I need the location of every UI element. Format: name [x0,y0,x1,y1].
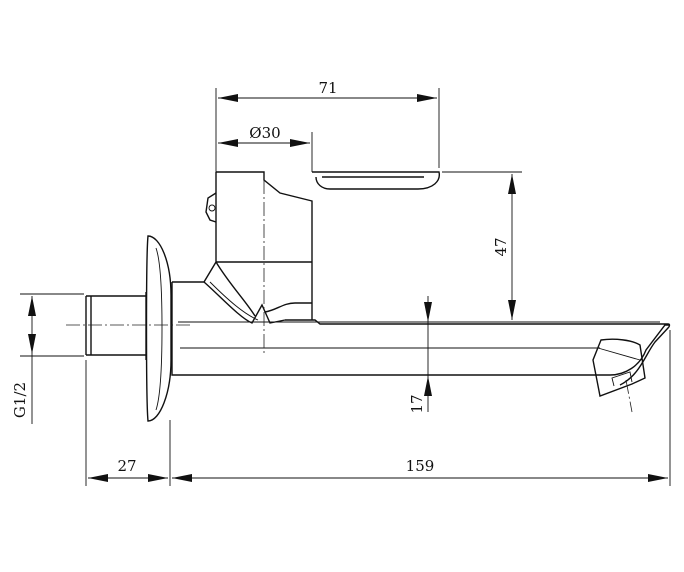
dim-27-arrow-right [148,474,168,482]
body-valley [203,281,286,324]
extension-lines [20,88,671,486]
flange-inner-edge [155,247,163,411]
dim-71-arrow-right [417,94,437,102]
aerator-centerline [625,379,633,413]
dim-d30-label: Ø30 [249,124,280,142]
dim-71-label: 71 [318,79,337,97]
dimension-labels: 71 Ø30 47 17 G1/2 27 159 [11,79,510,475]
dim-47-label: 47 [492,237,510,256]
dimension-lines [28,94,668,482]
dim-47-arrow-top [508,174,516,194]
dim-17-label: 17 [408,394,426,413]
inlet-pipe [85,292,147,360]
side-button [205,192,217,223]
center-lines [66,180,633,413]
dim-159-arrow-right [648,474,668,482]
lever-handle [312,171,440,190]
dim-d30-arrow-left [218,139,238,147]
body-neck [215,261,312,317]
spout-body [171,282,671,386]
spout-aerator [592,338,646,397]
dim-159-label: 159 [406,457,435,475]
dim-159-arrow-left [172,474,192,482]
dim-d30-arrow-right [290,139,310,147]
faucet-outline [85,171,671,422]
side-button-dot [208,204,216,212]
dim-47-arrow-bottom [508,300,516,320]
dim-thread-arrow-bottom [28,334,36,354]
dim-thread-arrow-top [28,296,36,316]
aerator-detail [597,347,641,387]
dim-71-arrow-left [218,94,238,102]
wall-flange [145,235,172,422]
dim-27-label: 27 [117,457,136,475]
dim-thread-label: G1/2 [11,382,29,418]
body-inner-line [209,281,259,321]
body-housing [172,171,313,320]
dim-27-arrow-left [88,474,108,482]
dim-17-arrow-bottom [424,376,432,396]
dim-17-arrow-top [424,302,432,322]
